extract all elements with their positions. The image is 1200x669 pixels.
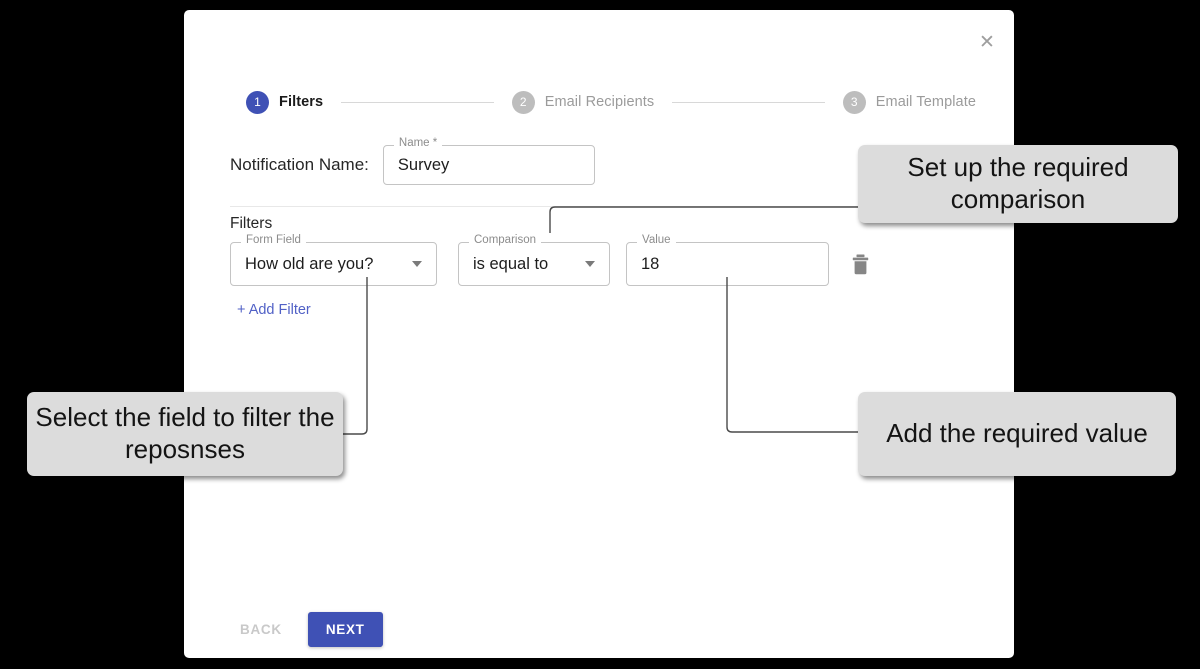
value-input-label: Value bbox=[637, 234, 676, 247]
form-field-select-value: How old are you? bbox=[245, 254, 374, 273]
stepper-connector bbox=[341, 101, 494, 103]
form-field-select-box[interactable]: How old are you? bbox=[230, 242, 437, 286]
name-field-label: Name * bbox=[393, 137, 443, 150]
chevron-down-icon bbox=[412, 261, 422, 267]
value-input-value: 18 bbox=[641, 254, 660, 273]
back-button[interactable]: BACK bbox=[230, 614, 292, 645]
value-input[interactable]: 18 Value bbox=[626, 234, 829, 286]
callout-form-field: Select the field to filter the reposnses bbox=[27, 392, 343, 476]
notification-name-row: Notification Name: Survey Name * bbox=[230, 137, 595, 185]
name-field-box[interactable]: Survey bbox=[382, 145, 595, 185]
step-label: Email Template bbox=[875, 94, 977, 110]
name-field-value: Survey bbox=[397, 155, 450, 174]
step-number-badge: 3 bbox=[842, 90, 866, 114]
step-label: Email Recipients bbox=[544, 94, 655, 110]
comparison-select-value: is equal to bbox=[473, 254, 549, 273]
form-field-select[interactable]: How old are you? Form Field bbox=[230, 234, 437, 286]
stepper-connector bbox=[672, 101, 825, 103]
stepper-step-filters[interactable]: 1 Filters bbox=[246, 90, 324, 114]
stepper-step-email-recipients[interactable]: 2 Email Recipients bbox=[511, 90, 655, 114]
filters-section-title: Filters bbox=[230, 215, 273, 232]
chevron-down-icon bbox=[585, 261, 595, 267]
dialog-footer: BACK NEXT bbox=[230, 612, 383, 647]
next-button[interactable]: NEXT bbox=[307, 612, 383, 647]
close-icon[interactable]: ✕ bbox=[972, 27, 1002, 57]
step-label: Filters bbox=[279, 94, 324, 110]
value-input-box[interactable]: 18 bbox=[626, 242, 829, 286]
comparison-select-label: Comparison bbox=[469, 234, 541, 247]
comparison-select-box[interactable]: is equal to bbox=[458, 242, 610, 286]
trash-icon[interactable] bbox=[846, 250, 874, 278]
notification-dialog: ✕ 1 Filters 2 Email Recipients 3 Email T… bbox=[184, 10, 1014, 658]
comparison-select[interactable]: is equal to Comparison bbox=[458, 234, 610, 286]
stepper-step-email-template[interactable]: 3 Email Template bbox=[842, 90, 977, 114]
callout-comparison: Set up the required comparison bbox=[858, 145, 1178, 223]
step-number-badge: 2 bbox=[511, 90, 535, 114]
step-number-badge: 1 bbox=[246, 90, 269, 114]
stepper: 1 Filters 2 Email Recipients 3 Email Tem… bbox=[246, 80, 976, 124]
form-field-select-label: Form Field bbox=[241, 234, 306, 247]
name-field[interactable]: Survey Name * bbox=[382, 137, 595, 185]
add-filter-button[interactable]: + Add Filter bbox=[237, 302, 311, 318]
callout-value: Add the required value bbox=[858, 392, 1176, 476]
notification-name-label: Notification Name: bbox=[230, 155, 369, 174]
